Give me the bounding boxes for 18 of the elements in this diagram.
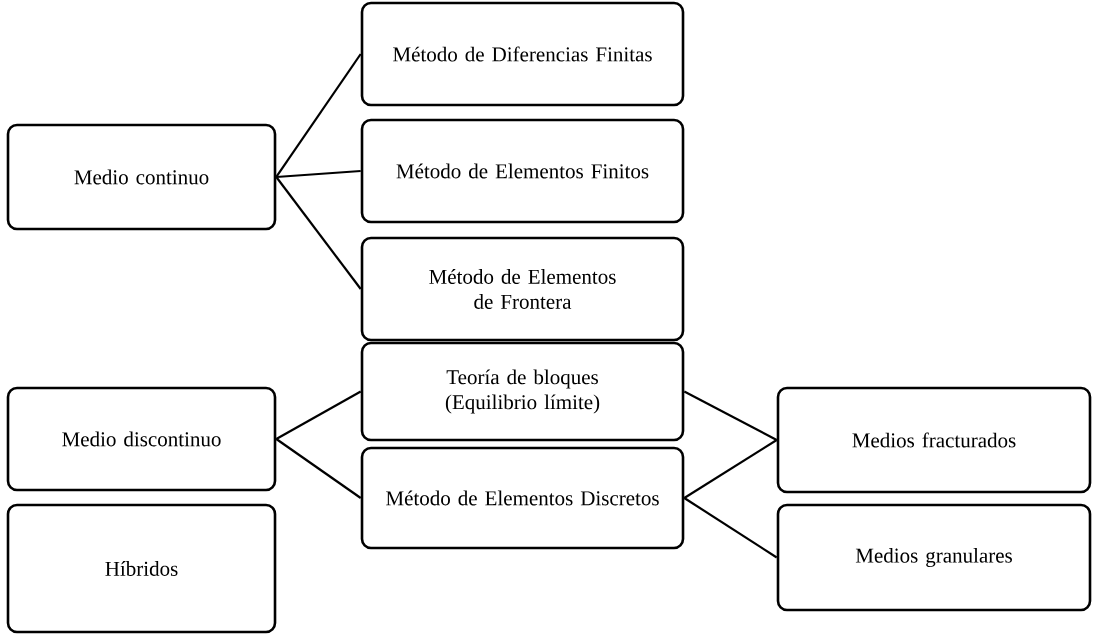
connector-line xyxy=(275,176,362,290)
text-box: Teoría de bloques (Equilibrio límite) xyxy=(360,341,685,442)
text-box: Método de Elementos de Frontera xyxy=(360,236,685,342)
connector-line xyxy=(275,53,362,178)
text-box: Medios fracturados xyxy=(776,386,1092,494)
connector-line xyxy=(683,497,778,559)
connector-line xyxy=(275,390,362,440)
text-box: Medio continuo xyxy=(6,123,277,231)
connector-line xyxy=(683,390,778,441)
text-box: Híbridos xyxy=(6,503,277,634)
text-box: Método de Diferencias Finitas xyxy=(360,1,685,107)
text-box: Medio discontinuo xyxy=(6,386,277,492)
connector-line xyxy=(276,169,361,179)
text-box: Método de Elementos Discretos xyxy=(360,446,685,550)
connector-line xyxy=(683,439,778,499)
connector-line xyxy=(275,438,362,499)
text-box: Método de Elementos Finitos xyxy=(360,118,685,224)
text-box: Medios granulares xyxy=(776,503,1092,612)
